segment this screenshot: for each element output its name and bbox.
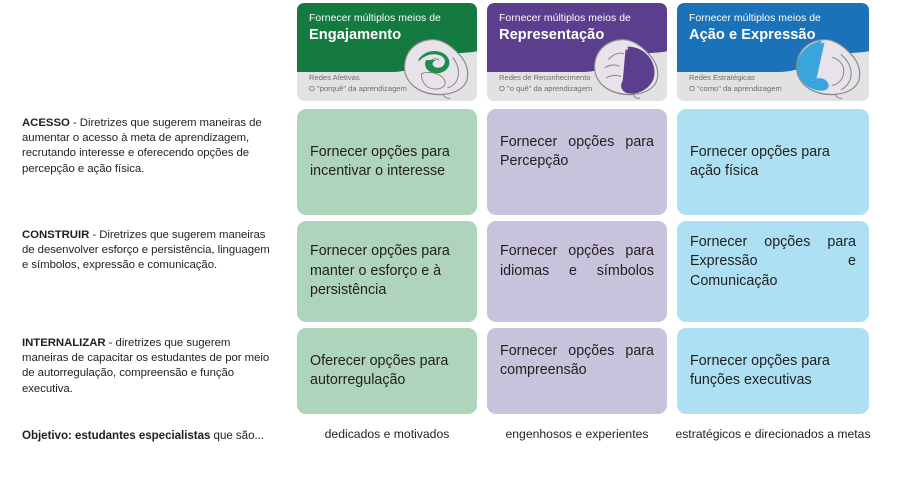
network-question: O "o quê" da aprendizagem <box>499 83 593 93</box>
row-description-internalizar: INTERNALIZAR - diretrizes que sugerem ma… <box>0 325 292 417</box>
cell-wrap-construir-engajamento: Fornecer opções para manter o esforço e … <box>292 218 482 325</box>
banner-title-representacao: Fornecer múltiplos meios de Representaçã… <box>499 12 659 44</box>
header-cell-engajamento: Fornecer múltiplos meios de Engajamento … <box>292 0 482 106</box>
guideline-text: Fornecer opções para idiomas e símbolos <box>500 243 654 279</box>
banner-network-engajamento: Redes Afetivas O "porquê" da aprendizage… <box>309 73 407 94</box>
footer-objective-label: Objetivo: estudantes especialistas que s… <box>0 417 292 479</box>
banner-subtitle-text: Fornecer múltiplos meios de <box>499 13 631 24</box>
banner-main-text: Engajamento <box>309 27 402 43</box>
guideline-cell-construir-engajamento[interactable]: Fornecer opções para manter o esforço e … <box>297 221 477 322</box>
header-cell-representacao: Fornecer múltiplos meios de Representaçã… <box>482 0 672 106</box>
row-description-text-internalizar: - diretrizes que sugerem maneiras de cap… <box>22 337 270 395</box>
banner-representacao: Fornecer múltiplos meios de Representaçã… <box>487 3 667 101</box>
guideline-text: Fornecer opções para incentivar o intere… <box>310 143 450 180</box>
guideline-cell-acesso-engajamento[interactable]: Fornecer opções para incentivar o intere… <box>297 109 477 215</box>
guideline-text: Fornecer opções para Expressão e Comunic… <box>690 233 856 289</box>
guideline-cell-acesso-acao[interactable]: Fornecer opções para ação física <box>677 109 869 215</box>
header-cell-acao-expressao: Fornecer múltiplos meios de Ação e Expre… <box>672 0 874 106</box>
network-name: Redes Estratégicas <box>689 73 755 83</box>
row-lead-internalizar: INTERNALIZAR <box>22 337 106 349</box>
cell-wrap-acesso-engajamento: Fornecer opções para incentivar o intere… <box>292 106 482 218</box>
banner-network-representacao: Redes de Reconhecimento O "o quê" da apr… <box>499 73 592 94</box>
guideline-cell-internalizar-engajamento[interactable]: Oferecer opções para autorregulação <box>297 328 477 414</box>
banner-main-text: Ação e Expressão <box>689 27 816 43</box>
guideline-cell-internalizar-representacao[interactable]: Fornecer opções para compreensão <box>487 328 667 414</box>
cell-wrap-internalizar-representacao: Fornecer opções para compreensão <box>482 325 672 417</box>
row-description-acesso: ACESSO - Diretrizes que sugerem maneiras… <box>0 106 292 218</box>
row-lead-acesso: ACESSO <box>22 117 70 129</box>
goal-engajamento: dedicados e motivados <box>324 427 450 441</box>
network-name: Redes Afetivas <box>309 73 360 83</box>
header-row-spacer <box>0 0 292 106</box>
cell-wrap-acesso-acao: Fornecer opções para ação física <box>672 106 874 218</box>
cell-wrap-acesso-representacao: Fornecer opções para Percepção <box>482 106 672 218</box>
row-description-construir: CONSTRUIR - Diretrizes que sugerem manei… <box>0 218 292 325</box>
cell-wrap-internalizar-engajamento: Oferecer opções para autorregulação <box>292 325 482 417</box>
guideline-cell-construir-representacao[interactable]: Fornecer opções para idiomas e símbolos <box>487 221 667 322</box>
guideline-text: Fornecer opções para Percepção <box>500 133 654 170</box>
guideline-text: Fornecer opções para funções executivas <box>690 352 830 389</box>
banner-acao-expressao: Fornecer múltiplos meios de Ação e Expre… <box>677 3 869 101</box>
brain-recognition-icon <box>593 39 659 99</box>
footer-objective-tail: que são... <box>210 429 264 442</box>
guideline-cell-construir-acao[interactable]: Fornecer opções para Expressão e Comunic… <box>677 221 869 322</box>
network-question: O "porquê" da aprendizagem <box>309 83 407 93</box>
cell-wrap-construir-representacao: Fornecer opções para idiomas e símbolos <box>482 218 672 325</box>
cell-wrap-construir-acao: Fornecer opções para Expressão e Comunic… <box>672 218 874 325</box>
banner-engajamento: Fornecer múltiplos meios de Engajamento … <box>297 3 477 101</box>
cell-wrap-internalizar-acao: Fornecer opções para funções executivas <box>672 325 874 417</box>
goal-acao-expressao: estratégicos e direcionados a metas <box>675 427 871 441</box>
goal-representacao: engenhosos e experientes <box>505 427 649 441</box>
guideline-cell-acesso-representacao[interactable]: Fornecer opções para Percepção <box>487 109 667 215</box>
network-question: O "como" da aprendizagem <box>689 83 782 93</box>
banner-subtitle-text: Fornecer múltiplos meios de <box>689 13 821 24</box>
guideline-text: Fornecer opções para manter o esforço e … <box>310 243 450 299</box>
row-description-text-construir: - Diretrizes que sugerem maneiras de des… <box>22 229 270 272</box>
guideline-cell-internalizar-acao[interactable]: Fornecer opções para funções executivas <box>677 328 869 414</box>
banner-main-text: Representação <box>499 27 605 43</box>
brain-strategic-icon <box>795 39 861 99</box>
guideline-text: Fornecer opções para compreensão <box>500 342 654 379</box>
banner-network-acao-expressao: Redes Estratégicas O "como" da aprendiza… <box>689 73 782 94</box>
guideline-text: Fornecer opções para ação física <box>690 143 830 180</box>
row-lead-construir: CONSTRUIR <box>22 229 90 241</box>
guideline-text: Oferecer opções para autorregulação <box>310 352 449 389</box>
banner-subtitle-text: Fornecer múltiplos meios de <box>309 13 441 24</box>
footer-objective-lead: Objetivo: estudantes especialistas <box>22 429 211 442</box>
row-description-text-acesso: - Diretrizes que sugerem maneiras de aum… <box>22 117 262 175</box>
network-name: Redes de Reconhecimento <box>499 73 591 83</box>
brain-affective-icon <box>403 39 469 99</box>
banner-title-engajamento: Fornecer múltiplos meios de Engajamento <box>309 12 469 44</box>
banner-title-acao-expressao: Fornecer múltiplos meios de Ação e Expre… <box>689 12 861 44</box>
